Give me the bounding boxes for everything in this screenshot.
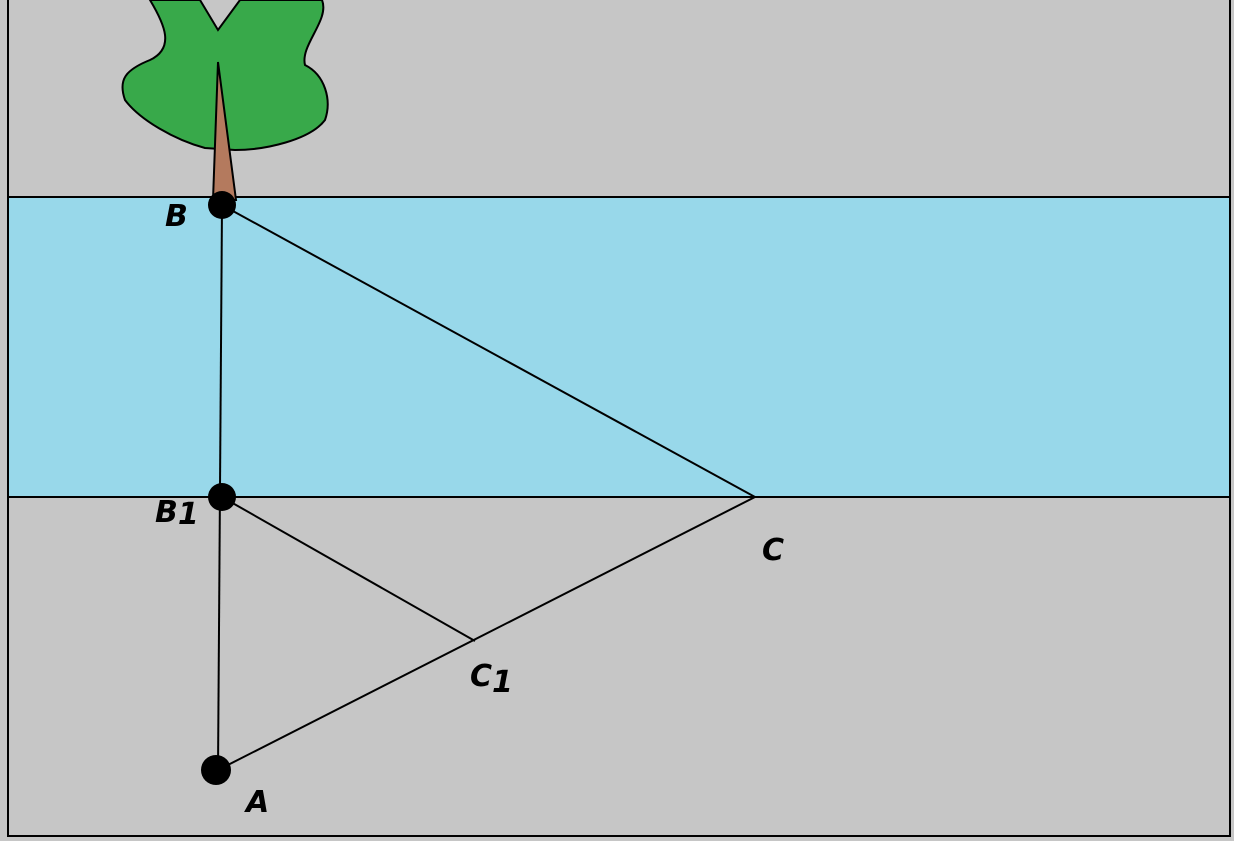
label-a: A [244, 785, 269, 820]
label-c: C [762, 533, 784, 568]
label-c1: C1 [470, 659, 513, 700]
point-b-marker [208, 191, 236, 219]
point-a-marker [201, 755, 231, 785]
river [8, 197, 1230, 497]
frame-border [7, 0, 1231, 837]
segment-b-c [221, 204, 756, 498]
segment-c-a [217, 496, 756, 771]
label-b1: B1 [155, 495, 199, 532]
segment-b1-c1 [221, 496, 476, 642]
tree-foliage [121, 0, 329, 152]
tree-icon [121, 0, 329, 201]
label-b: B [165, 199, 188, 234]
point-b1-marker [208, 483, 236, 511]
